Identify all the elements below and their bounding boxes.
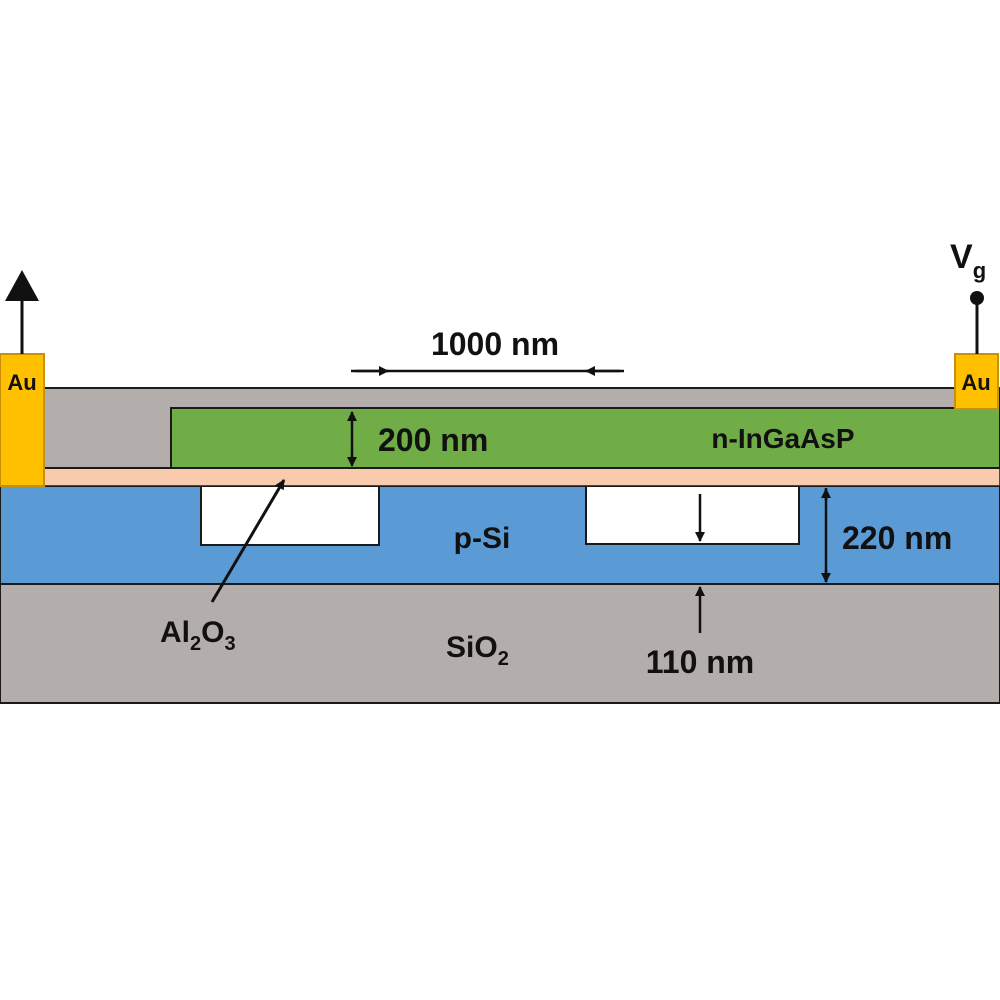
al2o3-pointer-arrow (210, 479, 286, 603)
etch-depth-label: 110 nm (646, 644, 755, 680)
output-arrow-head (5, 270, 39, 301)
al2o3-material-label: Al2O3 (160, 616, 236, 655)
sio2-material-label: SiO2 (446, 631, 509, 670)
gate-terminal-dot (970, 291, 984, 305)
etched-trench-right (585, 485, 800, 545)
sio2-substrate-layer (0, 583, 1000, 704)
n-ingaasp-layer (170, 407, 1000, 469)
al2o3-layer (43, 467, 1000, 487)
si-thickness-label: 220 nm (842, 520, 952, 556)
ingaasp-thickness-label: 200 nm (378, 422, 488, 458)
ingaasp-material-label: n-InGaAsP (711, 423, 854, 454)
au-contact-left-label: Au (7, 370, 36, 395)
p-si-layer (0, 485, 1000, 585)
au-contact-right-label: Au (961, 370, 990, 395)
p-si-material-label: p-Si (454, 522, 511, 555)
gate-voltage-label: Vg (950, 238, 986, 283)
width-dimension-label: 1000 nm (431, 326, 559, 362)
etched-trench-left (200, 485, 380, 546)
